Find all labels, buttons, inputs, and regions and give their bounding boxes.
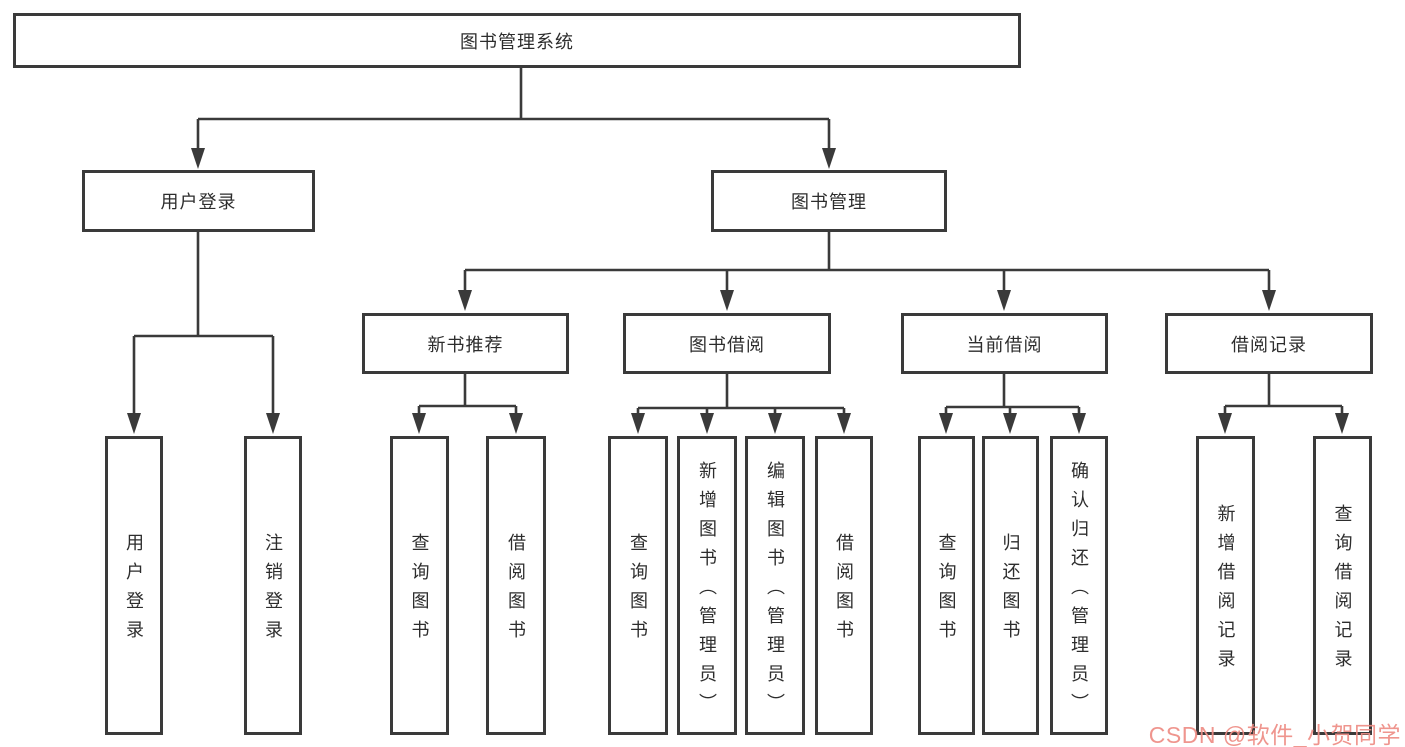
- node-label: 用户登录: [160, 192, 237, 212]
- node-new-book-recommend: 新书推荐: [362, 313, 569, 374]
- node-root-system: 图书管理系统: [13, 13, 1021, 68]
- arrowhead-icon: [127, 413, 141, 434]
- node-label: 当前借阅: [966, 334, 1043, 355]
- arrowhead-icon: [1218, 413, 1232, 434]
- connector-record-leaves: [1223, 374, 1344, 415]
- leaf-return-books: 归还图书: [982, 436, 1039, 735]
- node-label: 借阅记录: [1231, 334, 1307, 355]
- leaf-borrow-books-1: 借阅图书: [486, 436, 546, 735]
- node-label: 编辑图书（管理员）: [765, 460, 785, 722]
- csdn-watermark: CSDN @软件_小贺同学: [1148, 722, 1401, 747]
- leaf-add-borrow-record: 新增借阅记录: [1196, 436, 1255, 735]
- connector-newbook-leaves: [417, 374, 518, 415]
- arrowhead-icon: [412, 413, 426, 434]
- connector-userlogin-leaves: [132, 232, 275, 415]
- leaf-query-books-1: 查询图书: [390, 436, 449, 735]
- arrowhead-icon: [768, 413, 782, 434]
- node-label: 新增图书（管理员）: [697, 460, 717, 722]
- arrowhead-icon: [266, 413, 280, 434]
- arrowhead-icon: [700, 413, 714, 434]
- arrowhead-icon: [458, 290, 472, 311]
- node-label: 图书管理: [791, 192, 867, 212]
- leaf-edit-books-admin: 编辑图书（管理员）: [745, 436, 805, 735]
- arrowhead-icon: [1262, 290, 1276, 311]
- node-label: 查询图书: [936, 533, 957, 649]
- leaf-query-books-3: 查询图书: [918, 436, 975, 735]
- connector-bookmgmt-level3: [463, 232, 1271, 292]
- arrowhead-icon: [720, 290, 734, 311]
- arrowhead-icon: [191, 148, 205, 169]
- node-label: 借阅图书: [506, 533, 526, 649]
- node-borrow-record: 借阅记录: [1165, 313, 1373, 374]
- connector-root-level2: [196, 68, 831, 149]
- arrowhead-icon: [1003, 413, 1017, 434]
- leaf-confirm-return-admin: 确认归还（管理员）: [1050, 436, 1108, 735]
- node-label: 图书管理系统: [460, 31, 574, 52]
- leaf-user-login: 用户登录: [105, 436, 163, 735]
- leaf-logout: 注销登录: [244, 436, 302, 735]
- leaf-borrow-books-2: 借阅图书: [815, 436, 873, 735]
- arrowhead-icon: [997, 290, 1011, 311]
- node-label: 查询借阅记录: [1332, 504, 1353, 678]
- node-label: 查询图书: [628, 533, 648, 649]
- leaf-add-books-admin: 新增图书（管理员）: [677, 436, 737, 735]
- arrowhead-icon: [631, 413, 645, 434]
- node-book-management: 图书管理: [711, 170, 947, 232]
- connector-current-leaves: [944, 374, 1081, 415]
- node-label: 确认归还（管理员）: [1069, 460, 1089, 722]
- arrowhead-icon: [1335, 413, 1349, 434]
- node-label: 用户登录: [124, 533, 144, 649]
- leaf-query-books-2: 查询图书: [608, 436, 668, 735]
- node-user-login: 用户登录: [82, 170, 315, 232]
- node-book-borrow: 图书借阅: [623, 313, 831, 374]
- leaf-query-borrow-record: 查询借阅记录: [1313, 436, 1372, 735]
- node-label: 借阅图书: [834, 533, 854, 649]
- arrowhead-icon: [509, 413, 523, 434]
- node-current-borrow: 当前借阅: [901, 313, 1108, 374]
- node-label: 注销登录: [263, 533, 283, 649]
- node-label: 图书借阅: [689, 334, 765, 355]
- arrowhead-icon: [1072, 413, 1086, 434]
- arrowhead-icon: [822, 148, 836, 169]
- node-label: 新书推荐: [427, 334, 504, 355]
- arrowhead-icon: [939, 413, 953, 434]
- arrowhead-icon: [837, 413, 851, 434]
- node-label: 新增借阅记录: [1215, 504, 1236, 678]
- node-label: 归还图书: [1000, 533, 1021, 649]
- node-label: 查询图书: [409, 533, 430, 649]
- connector-borrow-leaves: [636, 374, 846, 415]
